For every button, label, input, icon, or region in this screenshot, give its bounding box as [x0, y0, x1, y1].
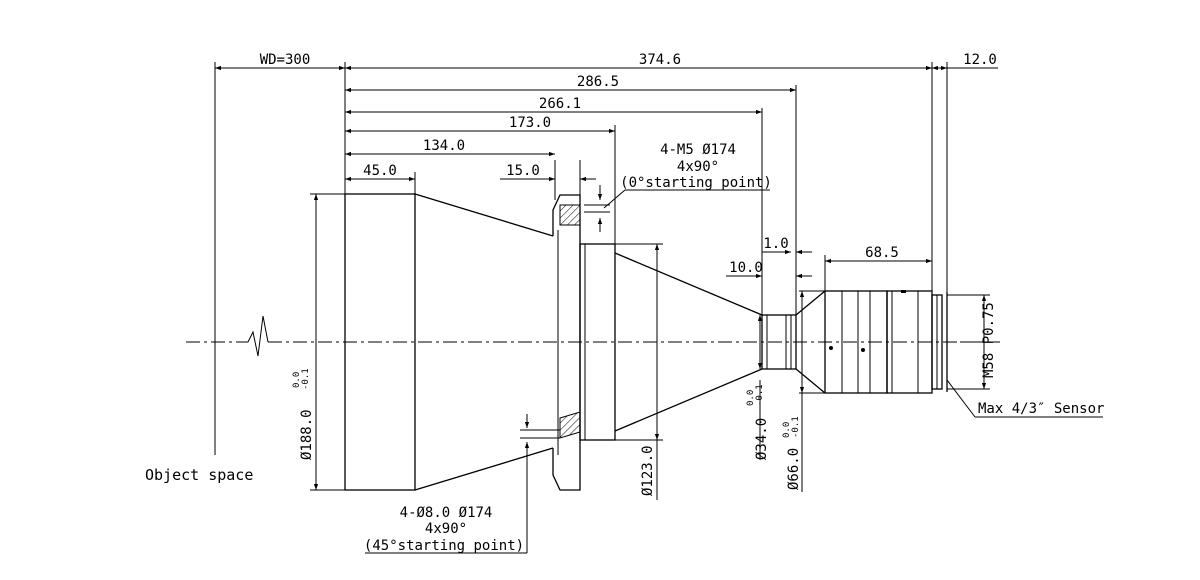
dim-134: 134.0	[345, 138, 555, 157]
dim-12: 12.0	[932, 52, 998, 71]
dim-173-label: 173.0	[509, 115, 551, 131]
flange-hole-bottom	[559, 411, 581, 439]
thread-label: M58 P0.75	[981, 302, 997, 378]
dim-266-label: 266.1	[539, 96, 581, 112]
object-space-label: Object space	[145, 466, 253, 484]
note-top-line1: 4-M5 Ø174	[660, 142, 736, 158]
dim-dia-188-label: Ø188.0	[299, 409, 315, 460]
dim-68-label: 68.5	[865, 245, 899, 261]
tol-66-upper: 0.0	[782, 422, 792, 438]
note-top-line2: 4x90°	[677, 159, 719, 175]
dim-12-label: 12.0	[963, 52, 997, 68]
dim-374: 374.6	[345, 52, 932, 71]
dim-15: 15.0	[500, 163, 596, 182]
dim-45: 45.0	[345, 163, 415, 182]
dim-68: 68.5	[825, 245, 932, 264]
dim-266: 266.1	[345, 96, 762, 115]
optical-axis	[186, 315, 1000, 357]
dim-dia-34-label: Ø34.0	[754, 418, 770, 460]
dim-15-label: 15.0	[506, 163, 540, 179]
tol-188-upper: 0.0	[292, 372, 302, 388]
tol-34-lower: -0.1	[755, 384, 765, 406]
callout-bottom-holes: 4-Ø8.0 Ø174 4x90° (45°starting point)	[364, 414, 560, 554]
dim-dia-188: Ø188.0 0.0 -0.1	[292, 193, 345, 491]
callout-top-holes: 4-M5 Ø174 4x90° (0°starting point)	[584, 142, 772, 232]
note-bottom-line2: 4x90°	[425, 521, 467, 537]
note-top-line3: (0°starting point)	[620, 175, 772, 191]
sensor-label: Max 4/3″ Sensor	[978, 401, 1104, 417]
dim-374-label: 374.6	[639, 52, 681, 68]
dim-45-label: 45.0	[363, 163, 397, 179]
dim-134-label: 134.0	[423, 138, 465, 154]
sensor-callout: Max 4/3″ Sensor	[946, 379, 1104, 418]
dim-1-label: 1.0	[763, 236, 788, 252]
dim-dia-123: Ø123.0	[615, 243, 663, 500]
dim-1: 1.0	[762, 236, 812, 255]
extension-lines	[344, 62, 948, 315]
dim-thread: M58 P0.75	[947, 294, 997, 390]
dim-10-label: 10.0	[729, 260, 763, 276]
dim-286: 286.5	[345, 74, 796, 93]
dim-173: 173.0	[345, 115, 615, 134]
dim-dia-34: Ø34.0 0.0 -0.1	[746, 315, 770, 460]
tol-34-upper: 0.0	[746, 390, 756, 406]
lens-body	[344, 193, 948, 491]
note-bottom-line1: 4-Ø8.0 Ø174	[400, 505, 493, 521]
dim-wd: WD=300	[215, 52, 345, 71]
dim-dia-66-label: Ø66.0	[786, 448, 802, 490]
tol-66-lower: -0.1	[791, 416, 801, 438]
tol-188-lower: -0.1	[301, 368, 311, 390]
dim-10: 10.0	[726, 260, 812, 279]
dim-dia-66: Ø66.0 0.0 -0.1	[782, 290, 825, 492]
dim-wd-label: WD=300	[260, 52, 311, 68]
dim-dia-123-label: Ø123.0	[640, 445, 656, 496]
dim-286-label: 286.5	[577, 74, 619, 90]
note-bottom-line3: (45°starting point)	[364, 538, 524, 554]
flange-hole-top	[559, 204, 581, 226]
